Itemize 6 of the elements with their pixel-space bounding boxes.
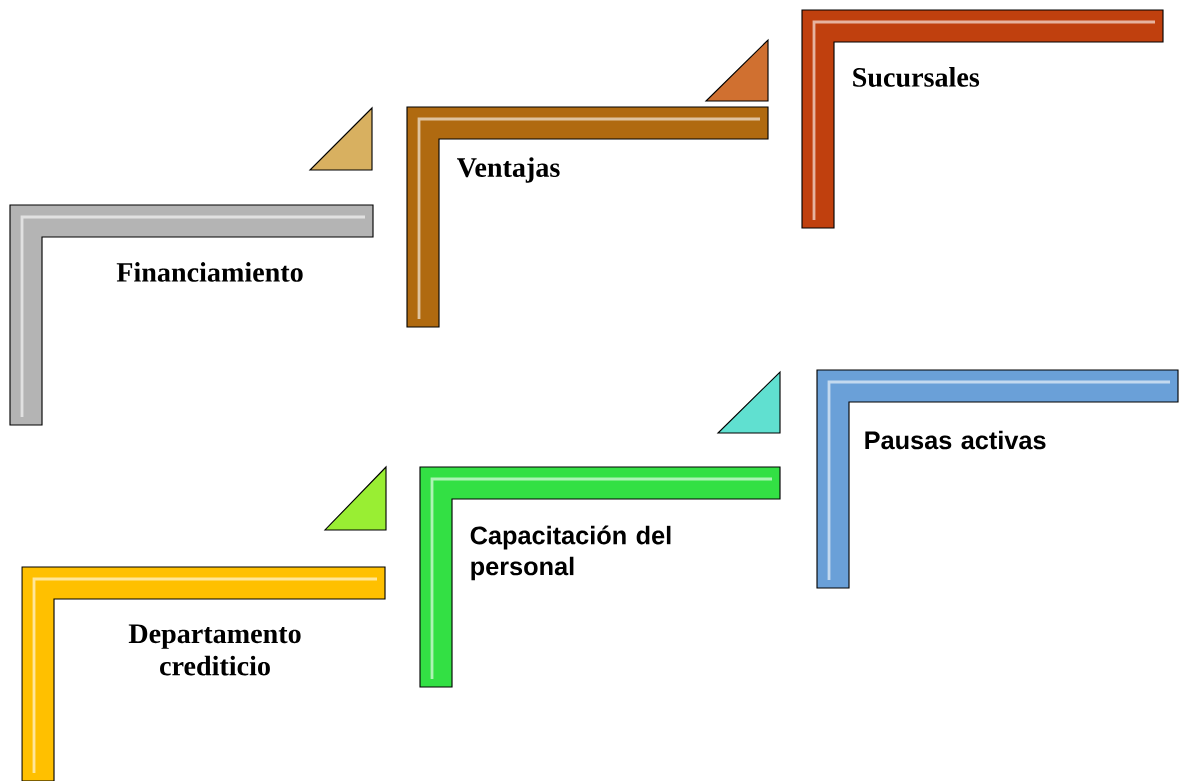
- bracket-frame: Pausas activas: [816, 369, 1179, 589]
- bracket-frame: Capacitación del personal: [419, 466, 781, 688]
- bracket-frame: Ventajas: [406, 106, 769, 328]
- bracket-frame: Departamento crediticio: [21, 566, 386, 781]
- bracket-frame: Financiamiento: [9, 204, 374, 426]
- bracket-frame: Sucursales: [801, 9, 1164, 229]
